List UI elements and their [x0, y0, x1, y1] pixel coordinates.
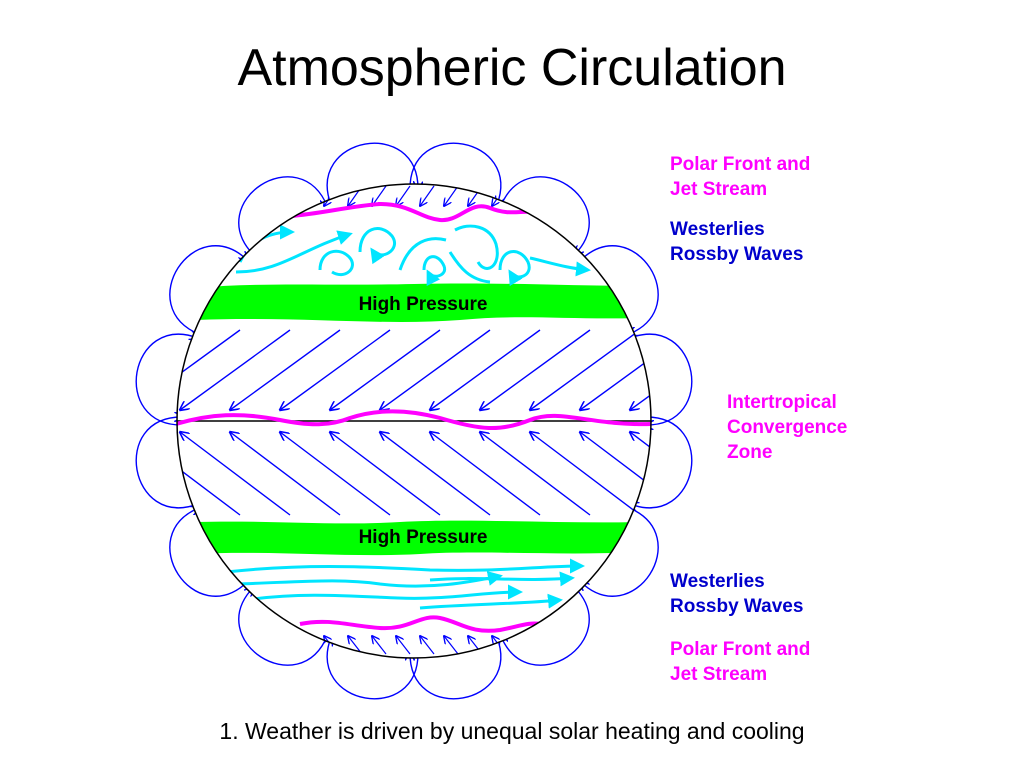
- polar-easterly-arrow: [300, 185, 315, 206]
- itcz-line: [177, 409, 651, 430]
- trade-wind-arrow: [480, 432, 591, 516]
- trade-wind-arrow: [280, 329, 391, 410]
- trade-wind-arrow: [0, 432, 90, 515]
- trade-wind-arrow: [330, 432, 441, 516]
- circulation-cell-loop: [409, 142, 501, 205]
- trade-wind-arrow: [580, 329, 651, 410]
- trade-wind-arrow: [380, 432, 491, 516]
- circulation-cell-loop: [169, 245, 248, 336]
- circulation-cell-loop: [499, 176, 590, 255]
- circulation-cell-loop: [135, 417, 199, 509]
- rossby-waves-south: [225, 558, 585, 610]
- trade-wind-arrow: [580, 432, 651, 516]
- polar-easterly-arrow: [444, 185, 459, 206]
- circulation-cell-loop: [169, 508, 249, 597]
- polar-easterly-arrow: [396, 636, 411, 655]
- circulation-cell-loop: [579, 245, 659, 335]
- trade-wind-arrow: [180, 329, 291, 410]
- trade-wind-arrow: [230, 329, 341, 410]
- trade-wind-arrow: [177, 329, 241, 411]
- westerlies-label-south: Westerlies Rossby Waves: [670, 571, 803, 617]
- trade-wind-arrow: [177, 431, 191, 516]
- trade-wind-arrow: [230, 432, 341, 516]
- globe-outline: [176, 183, 652, 659]
- trade-wind-arrow: [30, 432, 140, 515]
- polar-front-label-north: Polar Front and Jet Stream: [670, 154, 816, 200]
- trade-wind-arrow: [0, 432, 40, 515]
- trade-wind-arrow: [177, 329, 191, 411]
- high-pressure-band-north: [196, 283, 640, 322]
- polar-easterly-arrow: [420, 636, 435, 655]
- trade-wind-arrow: [480, 329, 591, 410]
- polar-easterly-arrow: [396, 185, 411, 206]
- circulation-cell-loop: [238, 176, 328, 256]
- itcz-label: Intertropical Convergence Zone: [727, 392, 853, 463]
- trade-wind-arrow: [180, 432, 291, 516]
- slide-title: Atmospheric Circulation: [237, 39, 787, 97]
- trade-wind-arrow: [530, 432, 641, 516]
- polar-easterly-arrow: [516, 185, 531, 206]
- polar-easterly-arrow: [420, 185, 435, 206]
- high-pressure-band-south: [196, 520, 640, 556]
- westerlies-label-north: Westerlies Rossby Waves: [670, 219, 803, 265]
- trade-wind-arrow: [30, 330, 140, 410]
- high-pressure-label-south: High Pressure: [359, 527, 488, 548]
- polar-easterly-arrow: [372, 636, 387, 655]
- polar-front-label-south: Polar Front and Jet Stream: [670, 639, 816, 685]
- circulation-cell-loop: [238, 587, 329, 666]
- circulation-cell-loop: [630, 416, 693, 508]
- trade-wind-arrow: [0, 330, 90, 410]
- circulation-cell-loop: [327, 637, 419, 700]
- polar-easterly-arrow: [300, 636, 315, 655]
- trade-wind-arrow: [177, 431, 241, 516]
- trade-wind-arrow: [330, 329, 441, 410]
- polar-front-north: [289, 201, 541, 223]
- high-pressure-label-north: High Pressure: [359, 294, 488, 315]
- circulation-cell-loop: [580, 506, 659, 597]
- circulation-cell-loop: [629, 333, 693, 425]
- trade-wind-arrow: [0, 330, 40, 410]
- trade-wind-arrow: [530, 329, 641, 410]
- trade-wind-arrow: [430, 329, 541, 410]
- trade-wind-arrow: [630, 432, 651, 516]
- polar-easterly-arrow: [444, 636, 459, 655]
- circulation-cell-loop: [410, 636, 502, 700]
- slide-caption: 1. Weather is driven by unequal solar he…: [219, 718, 805, 744]
- trade-wind-arrows: [0, 329, 651, 516]
- circulation-cells: [135, 142, 693, 700]
- circulation-cell-loop: [135, 334, 198, 426]
- circulation-cell-loop: [326, 142, 418, 206]
- circulation-cell-loop: [501, 586, 590, 666]
- trade-wind-arrow: [380, 329, 491, 410]
- trade-wind-arrow: [430, 432, 541, 516]
- polar-easterly-arrow: [516, 636, 531, 655]
- trade-wind-arrow: [630, 329, 651, 410]
- trade-wind-arrow: [280, 432, 391, 516]
- polar-front-south: [299, 615, 541, 633]
